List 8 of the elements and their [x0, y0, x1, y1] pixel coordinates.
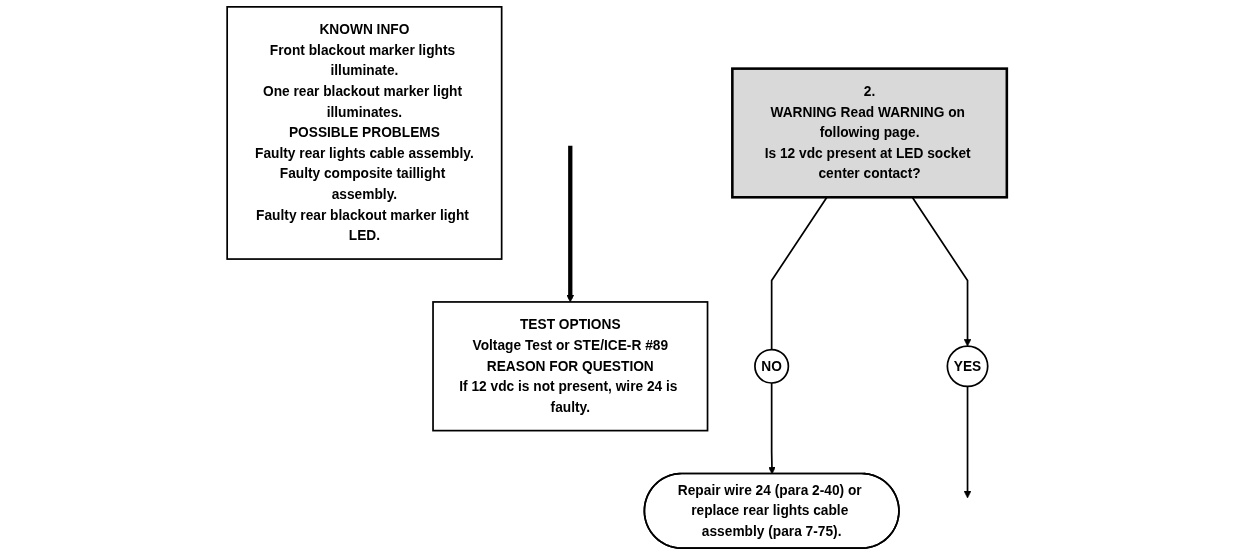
arrow	[963, 385, 972, 499]
node-box: KNOWN INFO Front blackout marker lights illuminate. One rear blackout marker light illuminates. POSSIBLE PROBLEMS Faulty rear lights cable assembly. Faulty composite taillight assembly. Faulty rear blackout marker light LED.	[226, 6, 503, 260]
node-box: TEST OPTIONS Voltage Test or STE/ICE-R #89 REASON FOR QUESTION If 12 vdc is not present, wire 24 is faulty.	[432, 301, 709, 432]
node-circle: YES	[946, 345, 989, 388]
arrow	[768, 382, 776, 475]
node-box: 2. WARNING Read WARNING on following page. Is 12 vdc present at LED socket center contact?	[731, 67, 1009, 199]
arrow	[566, 145, 575, 303]
node-circle: NO	[754, 348, 790, 384]
